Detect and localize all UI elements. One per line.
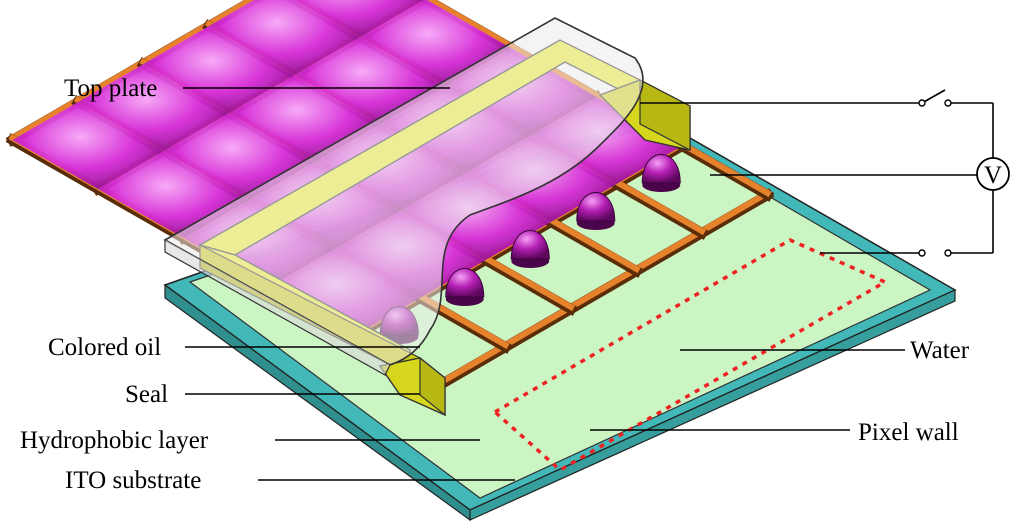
electrode-terminal: [944, 249, 952, 257]
oil-droplet: [576, 192, 616, 230]
voltmeter-icon: [976, 157, 1010, 191]
label-water: Water: [910, 337, 970, 364]
droplet-dome: [641, 154, 681, 184]
leader-lines: [183, 87, 978, 481]
electrode-terminal: [918, 249, 926, 257]
oil-pool: [209, 0, 360, 75]
voltmeter-label: V: [984, 162, 1002, 189]
oil-pool: [295, 0, 424, 37]
pixel-wall: [435, 188, 772, 388]
oil-droplet: [510, 230, 550, 268]
circuit: V: [640, 89, 1010, 257]
label-ito-substrate: ITO substrate: [65, 467, 201, 494]
label-top-plate: Top plate: [64, 75, 157, 102]
oil-droplet: [445, 268, 485, 306]
top-plate: [163, 17, 644, 376]
label-seal: Seal: [125, 381, 168, 408]
switch-terminal: [918, 99, 926, 107]
oil-pool: [78, 64, 229, 151]
switch-terminal: [944, 99, 952, 107]
label-colored-oil: Colored oil: [48, 334, 161, 361]
oil-droplet: [641, 154, 681, 192]
oil-pool: [12, 102, 164, 189]
pixel-wall: [8, 0, 257, 143]
label-pixel-wall: Pixel wall: [858, 419, 959, 446]
label-hydrophobic-layer: Hydrophobic layer: [20, 427, 209, 454]
droplet-dome: [510, 230, 550, 260]
dashed-boundary: [493, 238, 889, 473]
labels: Top plate Colored oil Seal Hydrophobic l…: [20, 75, 970, 494]
droplet-dome: [445, 268, 485, 298]
oil-pool: [143, 26, 295, 113]
droplet-dome: [576, 192, 616, 222]
